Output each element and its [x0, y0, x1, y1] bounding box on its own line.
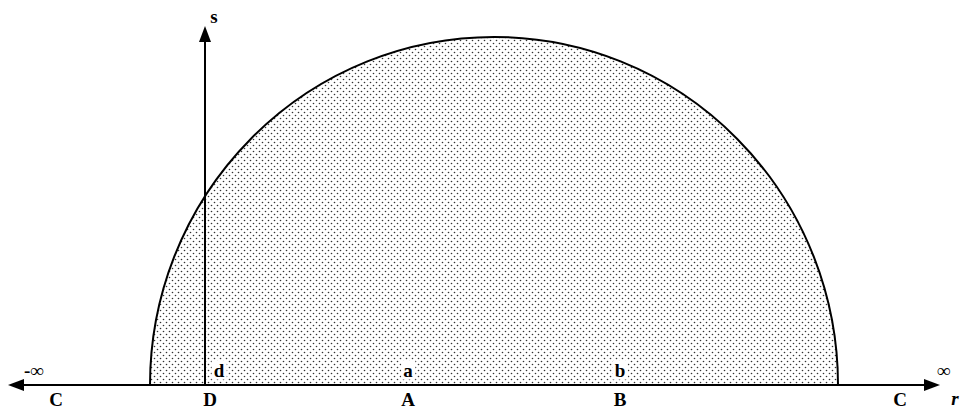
point-label: A: [399, 390, 417, 409]
contour-label: C: [47, 390, 65, 409]
axis-arrowhead: [199, 26, 211, 42]
point-label: a: [401, 361, 415, 380]
axis-label: r: [949, 389, 960, 408]
point-label: D: [201, 390, 219, 409]
contour-label: C: [891, 390, 909, 409]
axis-arrowhead: [924, 379, 940, 391]
semicircle-region: [150, 37, 838, 385]
point-label: d: [212, 361, 227, 380]
infinity-label: ∞: [935, 361, 953, 380]
point-label: B: [612, 390, 629, 409]
point-label: b: [613, 361, 628, 380]
s-axis: [204, 36, 206, 385]
infinity-label: -∞: [22, 361, 46, 380]
r-axis: [18, 384, 929, 386]
axis-label: s: [208, 7, 219, 26]
axis-arrowhead: [8, 379, 24, 391]
